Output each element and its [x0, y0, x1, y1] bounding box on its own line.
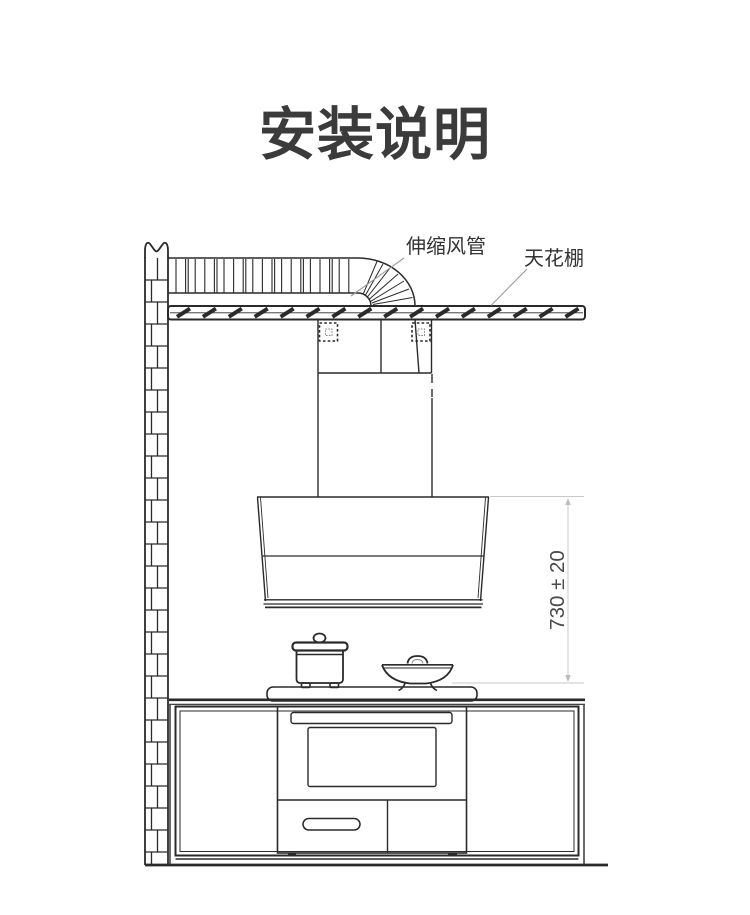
- oven-unit: [276, 705, 468, 856]
- hood-left-edge: [256, 497, 267, 602]
- base-cabinet: [174, 705, 580, 860]
- pot-lid-knob: [312, 632, 327, 644]
- wok-bowl: [381, 664, 454, 685]
- cabinet-inner-frame: [179, 710, 575, 852]
- counter: [169, 698, 585, 864]
- ceiling-hatch-marks: [175, 306, 580, 319]
- wok-lid-knob: [406, 655, 429, 664]
- duct-leader-line: [350, 257, 405, 297]
- pot-lid: [291, 641, 349, 652]
- drawer-handle: [302, 817, 361, 831]
- page-title: 安装说明: [259, 103, 491, 167]
- brick-joints: [145, 258, 168, 865]
- wok-foot-right: [429, 683, 438, 692]
- vent-slot: [290, 711, 453, 725]
- bracket-screw-left: [325, 328, 333, 336]
- wok: [381, 655, 454, 692]
- dimension-arrow-top: [565, 498, 571, 505]
- hood-flue: [317, 319, 433, 374]
- oven-unit-outline: [276, 705, 468, 854]
- height-dimension-label: 730 ± 20: [546, 550, 569, 630]
- hood-right-inner-edge: [477, 497, 486, 599]
- hood-bottom-lines: [263, 599, 483, 605]
- elbow-corrugations: [362, 261, 413, 305]
- callouts: 伸缩风管 天花棚: [350, 235, 584, 306]
- mounting-bracket-right: [411, 322, 431, 342]
- height-dimension: 730 ± 20: [452, 496, 584, 684]
- mounting-bracket-left: [318, 322, 339, 342]
- chimney: [317, 373, 433, 497]
- telescopic-duct: [168, 257, 358, 294]
- hood-right-edge: [479, 497, 490, 602]
- pot-body: [295, 650, 344, 684]
- wok-foot-left: [398, 683, 406, 692]
- wok-lid-knob-inner: [411, 658, 424, 664]
- wall-break-line: [144, 241, 169, 258]
- ceiling-outline: [167, 305, 586, 321]
- range-hood: [256, 496, 490, 609]
- oven-window: [307, 726, 437, 788]
- elbow-outer-arc: [357, 257, 416, 307]
- pot-foot-left: [300, 682, 311, 689]
- ceiling-panel: [167, 305, 586, 321]
- brick-wall: [144, 241, 169, 865]
- duct-label: 伸缩风管: [406, 235, 486, 258]
- ceiling-label: 天花棚: [524, 247, 584, 270]
- flue-lines: [317, 319, 433, 374]
- ceiling-leader-line: [490, 268, 528, 306]
- bracket-screw-right: [417, 328, 425, 336]
- hood-left-inner-edge: [260, 497, 269, 599]
- duct-corrugations: [175, 259, 350, 293]
- duct-elbow: [357, 257, 416, 307]
- dimension-arrow-bottom: [565, 675, 571, 682]
- pot: [291, 632, 349, 689]
- pot-foot-right: [329, 682, 340, 689]
- cabinet-outline: [174, 705, 580, 857]
